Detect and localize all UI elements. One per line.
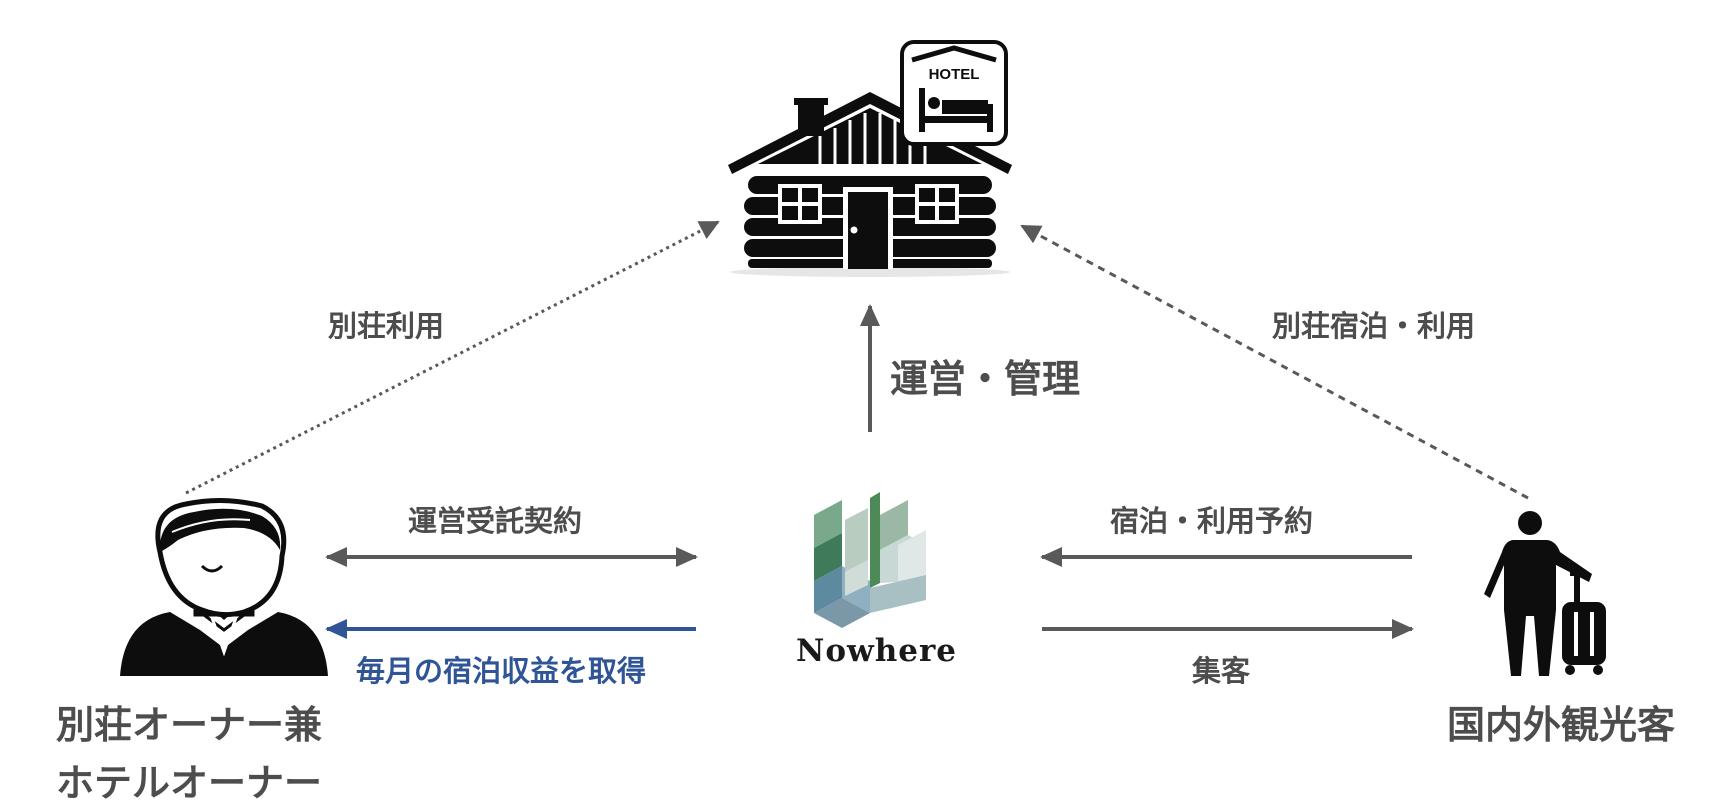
owner-person-icon: [120, 497, 328, 676]
traveler-suitcase-icon: [1484, 511, 1606, 676]
hotel-bed-icon: HOTEL: [900, 40, 1008, 146]
villa-stay-use-label: 別荘宿泊・利用: [1272, 309, 1476, 343]
company-name: Nowhere: [796, 633, 958, 669]
monthly-revenue-label: 毎月の宿泊収益を取得: [356, 654, 647, 688]
operation-management-label: 運営・管理: [890, 357, 1081, 401]
booking-label: 宿泊・利用予約: [1110, 504, 1314, 538]
owner-label-line2: ホテルオーナー: [56, 761, 323, 805]
operation-contract-label: 運営受託契約: [408, 504, 583, 538]
nowhere-logo-icon: [814, 492, 926, 628]
villa-use-label: 別荘利用: [328, 309, 445, 343]
tourists-label: 国内外観光客: [1447, 703, 1676, 747]
log-cabin-icon: [728, 92, 1012, 277]
villa-stay-arrow: [1020, 224, 1529, 500]
customer-attraction-label: 集客: [1192, 654, 1251, 688]
owner-label-line1: 別荘オーナー兼: [56, 703, 323, 747]
villa-use-arrow: [185, 220, 720, 495]
hotel-sign-text: HOTEL: [929, 66, 980, 83]
